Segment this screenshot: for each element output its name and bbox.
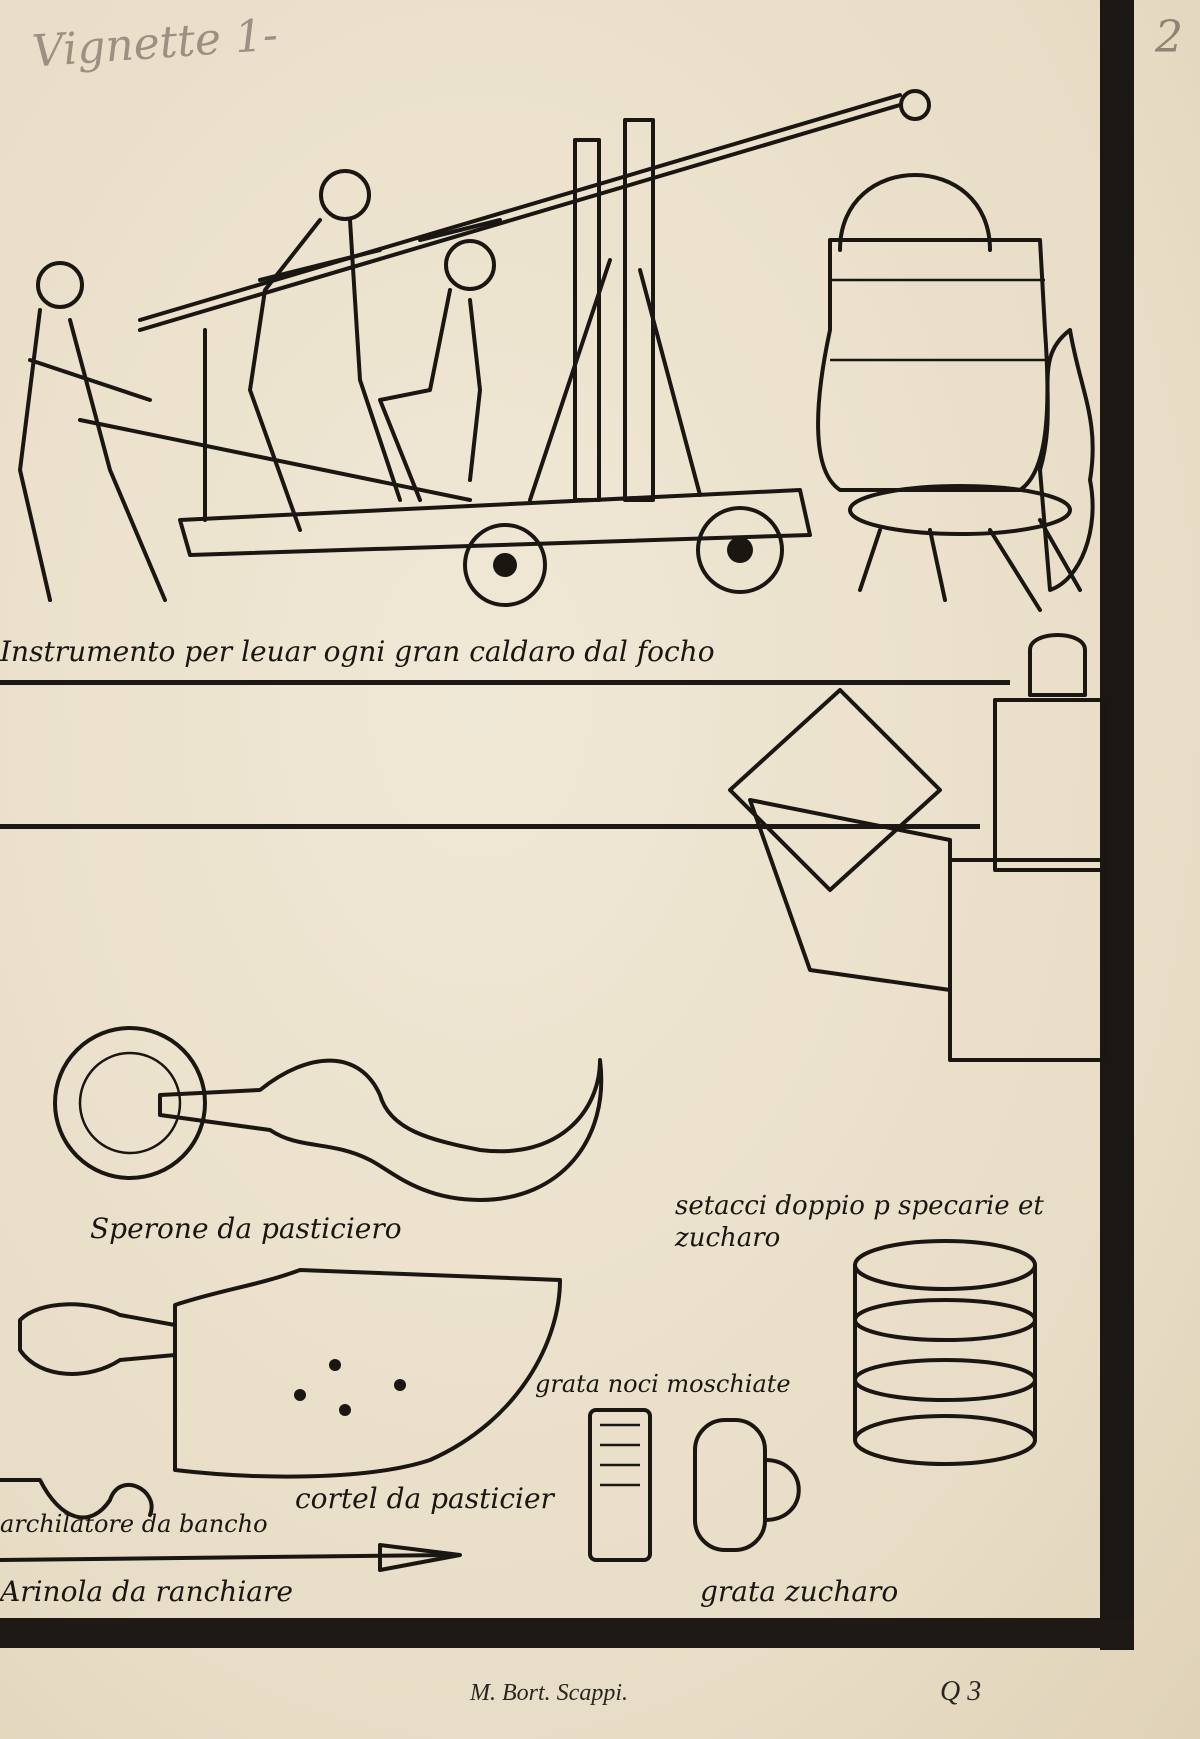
bottom-border	[0, 1618, 1134, 1648]
footer-signature: Q 3	[940, 1676, 982, 1707]
page-number-mark: 2	[1155, 12, 1183, 63]
caption-cauldron-lift: Instrumento per leuar ogni gran caldaro …	[0, 635, 715, 668]
workers-figures	[18, 169, 502, 602]
stairs-and-pedestal	[728, 633, 1107, 1062]
caption-sieves: setacci doppio p specarie et zucharo	[675, 1191, 1044, 1253]
caption-pastry-knife: cortel da pasticier	[295, 1482, 554, 1515]
divider-upper	[0, 680, 1010, 685]
pastry-spur-drawing	[53, 1026, 604, 1202]
cauldron-and-fire	[816, 89, 1095, 612]
caption-pastry-spur: Sperone da pasticiero	[90, 1212, 402, 1245]
cauldron-lift-machine	[78, 93, 902, 607]
caption-larding-needle: Arinola da ranchiare	[0, 1575, 293, 1608]
caption-sugar-grater: grata zucharo	[700, 1575, 899, 1608]
sieves-drawing	[853, 1239, 1037, 1466]
bench-cutter-drawing	[0, 1478, 462, 1572]
pastry-knife-drawing	[18, 1268, 562, 1479]
caption-nutmeg-grater: grata noci moschiate	[535, 1370, 791, 1398]
divider-lower	[0, 824, 980, 829]
footer-author: M. Bort. Scappi.	[470, 1680, 628, 1706]
nutmeg-grater-drawing	[588, 1408, 652, 1562]
sugar-grater-drawing	[693, 1418, 801, 1552]
caption-bench-cutter: archilatore da bancho	[0, 1510, 268, 1538]
